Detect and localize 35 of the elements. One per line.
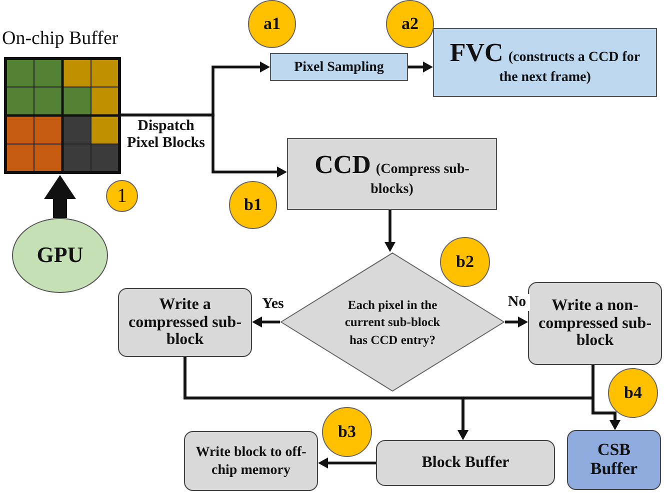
arrow <box>252 316 280 328</box>
step-badge: b1 <box>229 181 277 229</box>
arrow <box>318 458 376 468</box>
step-badge: b4 <box>608 368 658 418</box>
process-box <box>376 440 555 486</box>
node-label: Pixel Sampling <box>294 60 384 76</box>
step-badge: a1 <box>248 0 296 48</box>
process-box <box>528 282 662 365</box>
node-label: Write block to off-chip memory <box>196 445 306 478</box>
step-badge: b3 <box>322 407 372 457</box>
step-badge: a2 <box>386 0 434 48</box>
node-note: (Compress sub-blocks) <box>370 162 470 196</box>
arrow <box>408 62 433 72</box>
arrow <box>384 210 396 252</box>
node-label: Block Buffer <box>422 454 510 472</box>
node-label: GPU <box>36 242 84 268</box>
process-box <box>184 431 318 491</box>
arrow <box>505 316 528 328</box>
node-label: FVC <box>450 38 504 68</box>
process-box <box>433 28 657 97</box>
step-badge: b2 <box>440 237 490 287</box>
arrow <box>121 114 287 178</box>
node-label: Write a non-compressed sub-block <box>538 297 652 350</box>
node-label: CCD <box>314 150 371 179</box>
process-box <box>118 288 252 357</box>
process-box <box>270 53 408 81</box>
node-label: Write a compressed sub-block <box>128 296 242 348</box>
heading: On-chip Buffer <box>2 28 118 50</box>
arrow <box>592 365 620 430</box>
process-box <box>567 430 661 490</box>
thick-arrow <box>44 175 76 218</box>
step-badge: 1 <box>106 180 138 212</box>
node-label: CSB Buffer <box>590 440 638 478</box>
node-label: Each pixel in the current sub-block has CCD entry? <box>344 298 440 347</box>
process-box <box>287 138 497 210</box>
